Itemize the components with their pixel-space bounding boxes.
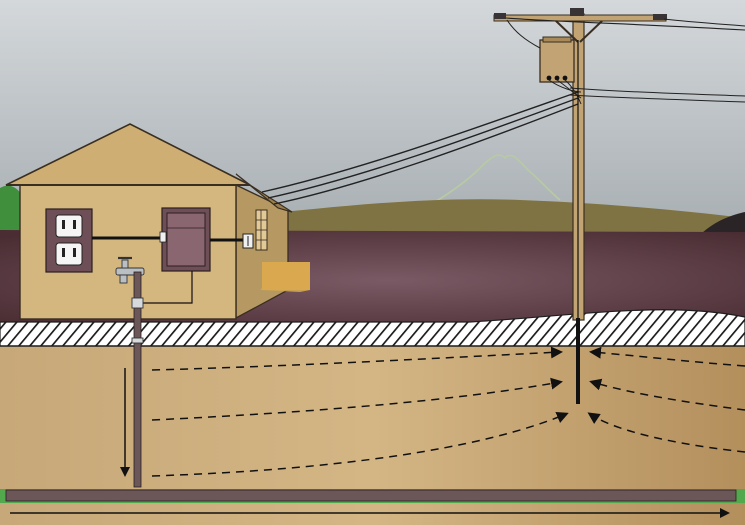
panel-icon	[159, 207, 211, 272]
meter-icon	[242, 233, 254, 249]
transformer-icon	[506, 19, 575, 83]
pipe-icon	[131, 271, 144, 488]
ground-surface-hatch	[0, 309, 745, 348]
primary-wire	[663, 18, 745, 27]
current-path-left-1	[151, 346, 563, 371]
wire-icon	[261, 79, 582, 205]
current-path-right-2	[589, 378, 745, 411]
primary-wire	[505, 17, 745, 31]
panel-ground-wire	[141, 271, 193, 304]
current-path-left-3	[151, 411, 569, 477]
dashed-arrow-icon	[151, 346, 745, 477]
outlet-icon	[45, 208, 93, 273]
current-path-right-3	[587, 412, 745, 453]
left-bush	[0, 185, 22, 230]
distant-mountain-outline	[429, 154, 561, 206]
current-path-right-1	[589, 346, 745, 367]
secondary-wire	[569, 94, 745, 103]
current-path-left-2	[151, 377, 563, 421]
house-roof-side	[235, 173, 293, 213]
secondary-wire	[569, 87, 745, 97]
bottom-pipe	[5, 489, 737, 502]
ground-rod-icon	[576, 318, 580, 404]
house-ground-patch	[262, 262, 310, 290]
